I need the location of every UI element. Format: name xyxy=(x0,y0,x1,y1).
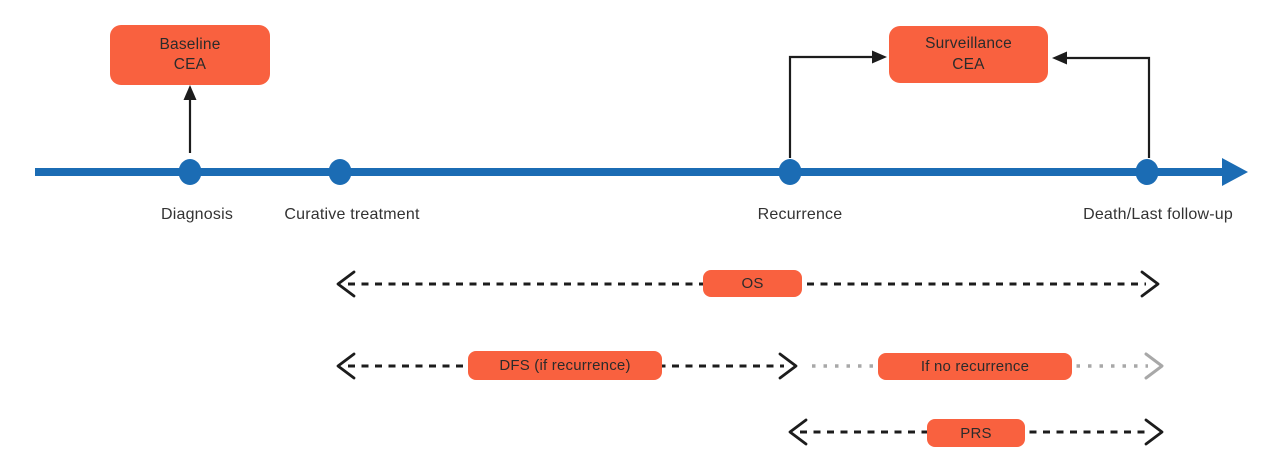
event-label-curative-treatment: Curative treatment xyxy=(284,206,420,223)
baseline-cea-arrow xyxy=(183,85,197,153)
baseline-cea-line2: CEA xyxy=(173,56,207,73)
no-recurrence-interval-tag: If no recurrence xyxy=(878,353,1072,380)
surveillance-cea-line1: Surveillance xyxy=(925,35,1012,53)
event-label-death-last-followup: Death/Last follow-up xyxy=(1083,206,1233,223)
timeline-axis xyxy=(35,158,1248,186)
event-dot-curative-treatment xyxy=(328,159,352,185)
event-label-recurrence: Recurrence xyxy=(757,206,843,223)
dfs-interval-tag: DFS (if recurrence) xyxy=(468,351,662,380)
up-arrowhead-icon xyxy=(183,85,197,100)
event-dot-recurrence xyxy=(778,159,802,185)
baseline-cea-line1: Baseline xyxy=(159,35,221,53)
chevron-left-icon xyxy=(336,352,356,380)
gray-chevron-right-icon xyxy=(1144,352,1164,380)
baseline-cea-box: Baseline CEA xyxy=(110,25,270,85)
chevron-left-icon xyxy=(336,270,356,298)
chevron-left-icon xyxy=(788,418,808,446)
elbow-line-left xyxy=(788,55,873,158)
no-recurrence-interval-arrow xyxy=(812,352,1164,380)
chevron-right-icon xyxy=(1144,418,1164,446)
chevron-right-icon xyxy=(778,352,798,380)
prs-interval-tag: PRS xyxy=(927,419,1025,447)
right-arrowhead-icon xyxy=(872,50,887,64)
timeline-arrowhead-icon xyxy=(1222,158,1248,186)
surveillance-arrow-from-recurrence xyxy=(788,50,887,158)
prs-interval-arrow xyxy=(788,418,1164,446)
left-arrowhead-icon xyxy=(1052,51,1067,65)
event-dot-diagnosis xyxy=(178,159,202,185)
event-dot-death-last-followup xyxy=(1135,159,1159,185)
elbow-line-right xyxy=(1066,56,1151,158)
chevron-right-icon xyxy=(1140,270,1160,298)
surveillance-arrow-from-death xyxy=(1052,51,1151,158)
os-interval-tag: OS xyxy=(703,270,802,297)
os-interval-arrow xyxy=(336,270,1160,298)
event-label-diagnosis: Diagnosis xyxy=(160,206,234,223)
surveillance-cea-box: Surveillance CEA xyxy=(889,26,1048,83)
surveillance-cea-line2: CEA xyxy=(952,55,985,73)
